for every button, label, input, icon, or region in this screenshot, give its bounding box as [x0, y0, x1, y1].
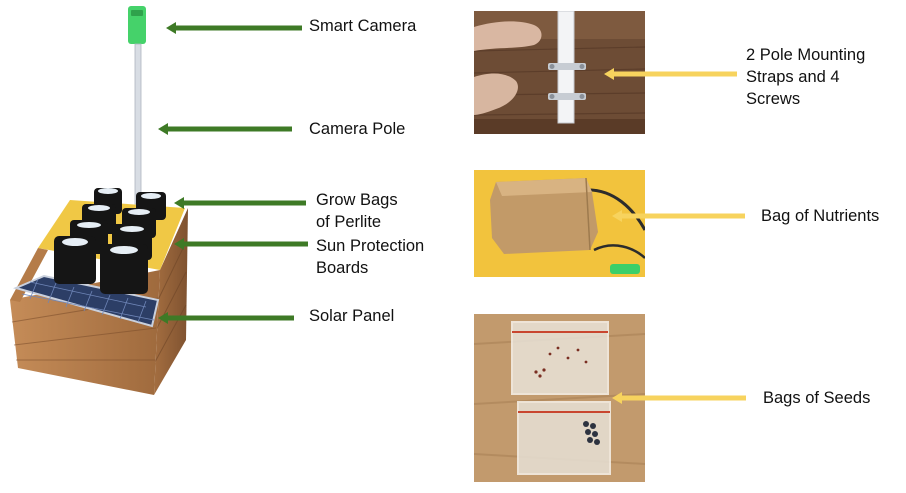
smart-camera-device — [128, 6, 146, 44]
camera-pole-shape — [134, 43, 142, 205]
label-mounting-straps-line-2: Straps and 4 — [746, 68, 840, 86]
arrow-solar-panel — [158, 312, 294, 324]
label-nutrients: Bag of Nutrients — [761, 207, 880, 225]
label-grow-bags: Grow Bags of Perlite — [316, 189, 398, 233]
solar-panel-shape — [12, 274, 160, 328]
arrow-sun-protection — [174, 238, 308, 250]
arrow-smart-camera — [166, 22, 302, 34]
label-sun-protection: Sun Protection Boards — [316, 235, 424, 279]
arrow-mounting-straps — [604, 68, 737, 80]
label-grow-bags-line-1: Grow Bags — [316, 191, 398, 209]
label-sun-protection-line-2: Boards — [316, 259, 369, 277]
label-camera-pole: Camera Pole — [309, 120, 406, 138]
photo-bag-of-nutrients — [474, 170, 645, 277]
label-mounting-straps-line-3: Screws — [746, 90, 801, 108]
arrow-grow-bags — [174, 197, 306, 209]
planter-illustration — [10, 6, 188, 395]
label-mounting-straps: 2 Pole Mounting Straps and 4 Screws — [746, 44, 865, 110]
arrow-nutrients — [612, 210, 745, 222]
label-smart-camera: Smart Camera — [309, 17, 417, 35]
label-solar-panel: Solar Panel — [309, 307, 395, 325]
label-sun-protection-line-1: Sun Protection — [316, 237, 425, 255]
label-mounting-straps-line-1: 2 Pole Mounting — [746, 46, 866, 64]
arrow-seeds — [612, 392, 746, 404]
arrow-camera-pole — [158, 123, 292, 135]
label-seeds: Bags of Seeds — [763, 389, 871, 407]
label-grow-bags-line-2: of Perlite — [316, 213, 382, 231]
